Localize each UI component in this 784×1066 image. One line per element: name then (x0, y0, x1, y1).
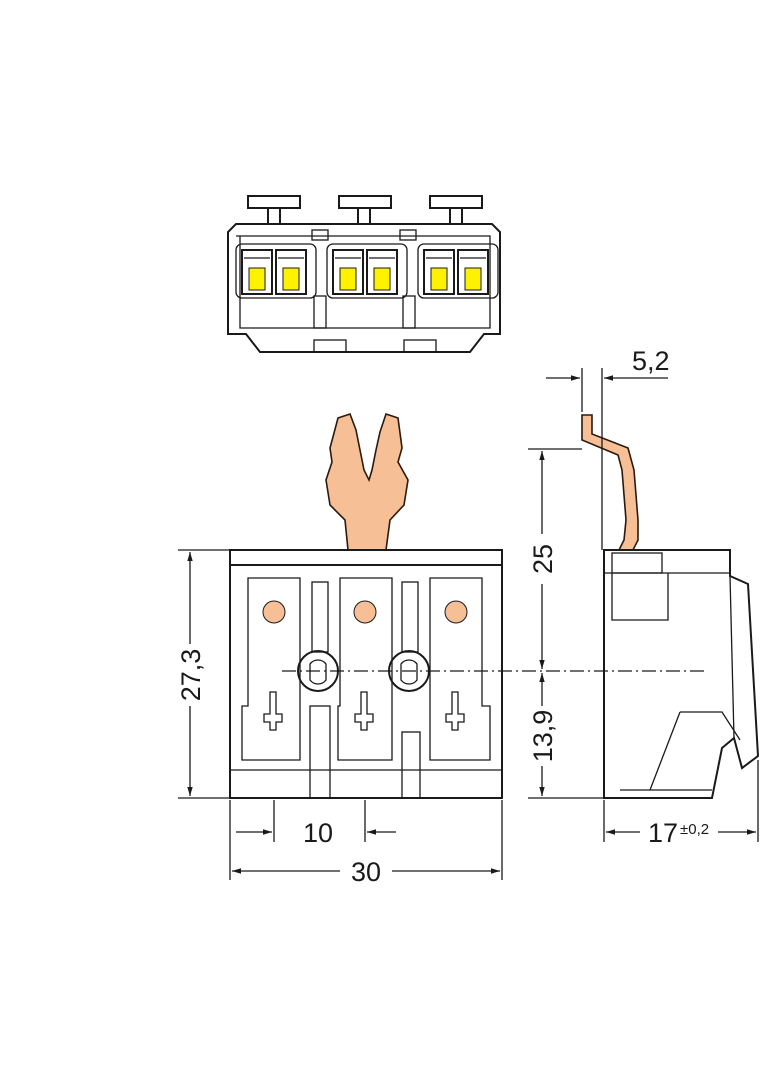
dim-lever-offset: 5,2 (632, 346, 670, 376)
pin-symbols (263, 691, 465, 731)
side-view (581, 414, 760, 799)
clamp-group-2 (326, 243, 408, 299)
dim-width: 30 (351, 857, 381, 887)
top-view (227, 195, 501, 353)
release-lever-side (581, 414, 639, 553)
test-point-1 (262, 600, 286, 624)
dimension-lines (178, 368, 759, 880)
dim-pitch: 10 (303, 818, 333, 848)
dim-lever-height: 25 (528, 544, 558, 574)
front-view (229, 412, 503, 799)
clamp-group-3 (417, 243, 499, 299)
release-lever (325, 412, 409, 551)
test-point-3 (444, 600, 468, 624)
dim-height-total: 27,3 (176, 649, 206, 702)
test-point-2 (353, 600, 377, 624)
dim-depth-tolerance: ±0,2 (680, 821, 709, 838)
clamp-group-1 (235, 243, 317, 299)
dim-lower-height: 13,9 (528, 710, 558, 763)
dim-depth: 17 (648, 818, 678, 848)
front-housing (229, 549, 503, 799)
side-housing (603, 549, 760, 799)
